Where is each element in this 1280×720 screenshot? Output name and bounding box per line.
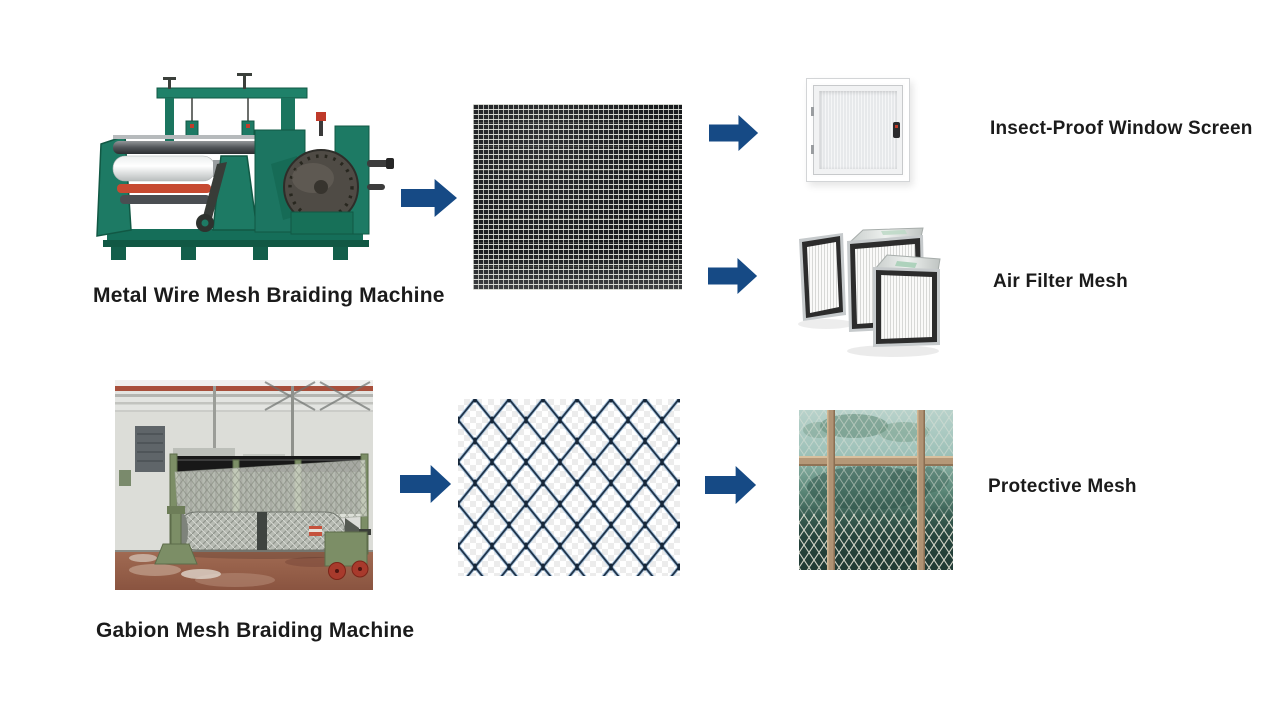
protective-mesh-image: [799, 410, 953, 570]
screen-hinge: [811, 145, 814, 154]
air-filter-image: [793, 223, 943, 363]
gabion-machine-label: Gabion Mesh Braiding Machine: [96, 619, 415, 642]
metal-machine-label: Metal Wire Mesh Braiding Machine: [93, 284, 445, 307]
right-block-arrow-icon: [705, 465, 757, 505]
screen-frame: [813, 85, 903, 175]
screen-mesh-panel: [819, 91, 897, 169]
protective-mesh-illustration: [799, 410, 953, 570]
latch-dot: [895, 125, 898, 128]
insect-screen-image: [806, 78, 910, 182]
air-filter-boxes-illustration: [798, 227, 941, 357]
gabion-machine-illustration: [115, 380, 373, 590]
screen-latch: [893, 122, 900, 138]
metal-braiding-machine-illustration: [96, 73, 394, 260]
right-block-arrow-icon: [401, 178, 458, 218]
chain-link-mesh-image: [458, 399, 680, 576]
metal-braiding-machine-image: [95, 72, 395, 270]
air-filter-label: Air Filter Mesh: [993, 271, 1128, 292]
screen-hinge: [811, 107, 814, 116]
right-block-arrow-icon: [708, 257, 758, 295]
chain-link-pattern: [458, 399, 680, 576]
protective-mesh-label: Protective Mesh: [988, 476, 1137, 497]
gabion-machine-image: [115, 380, 373, 590]
right-block-arrow-icon: [400, 464, 452, 504]
insect-screen-label: Insect-Proof Window Screen: [990, 118, 1253, 139]
right-block-arrow-icon: [709, 114, 759, 152]
woven-wire-mesh-image: [473, 104, 682, 290]
